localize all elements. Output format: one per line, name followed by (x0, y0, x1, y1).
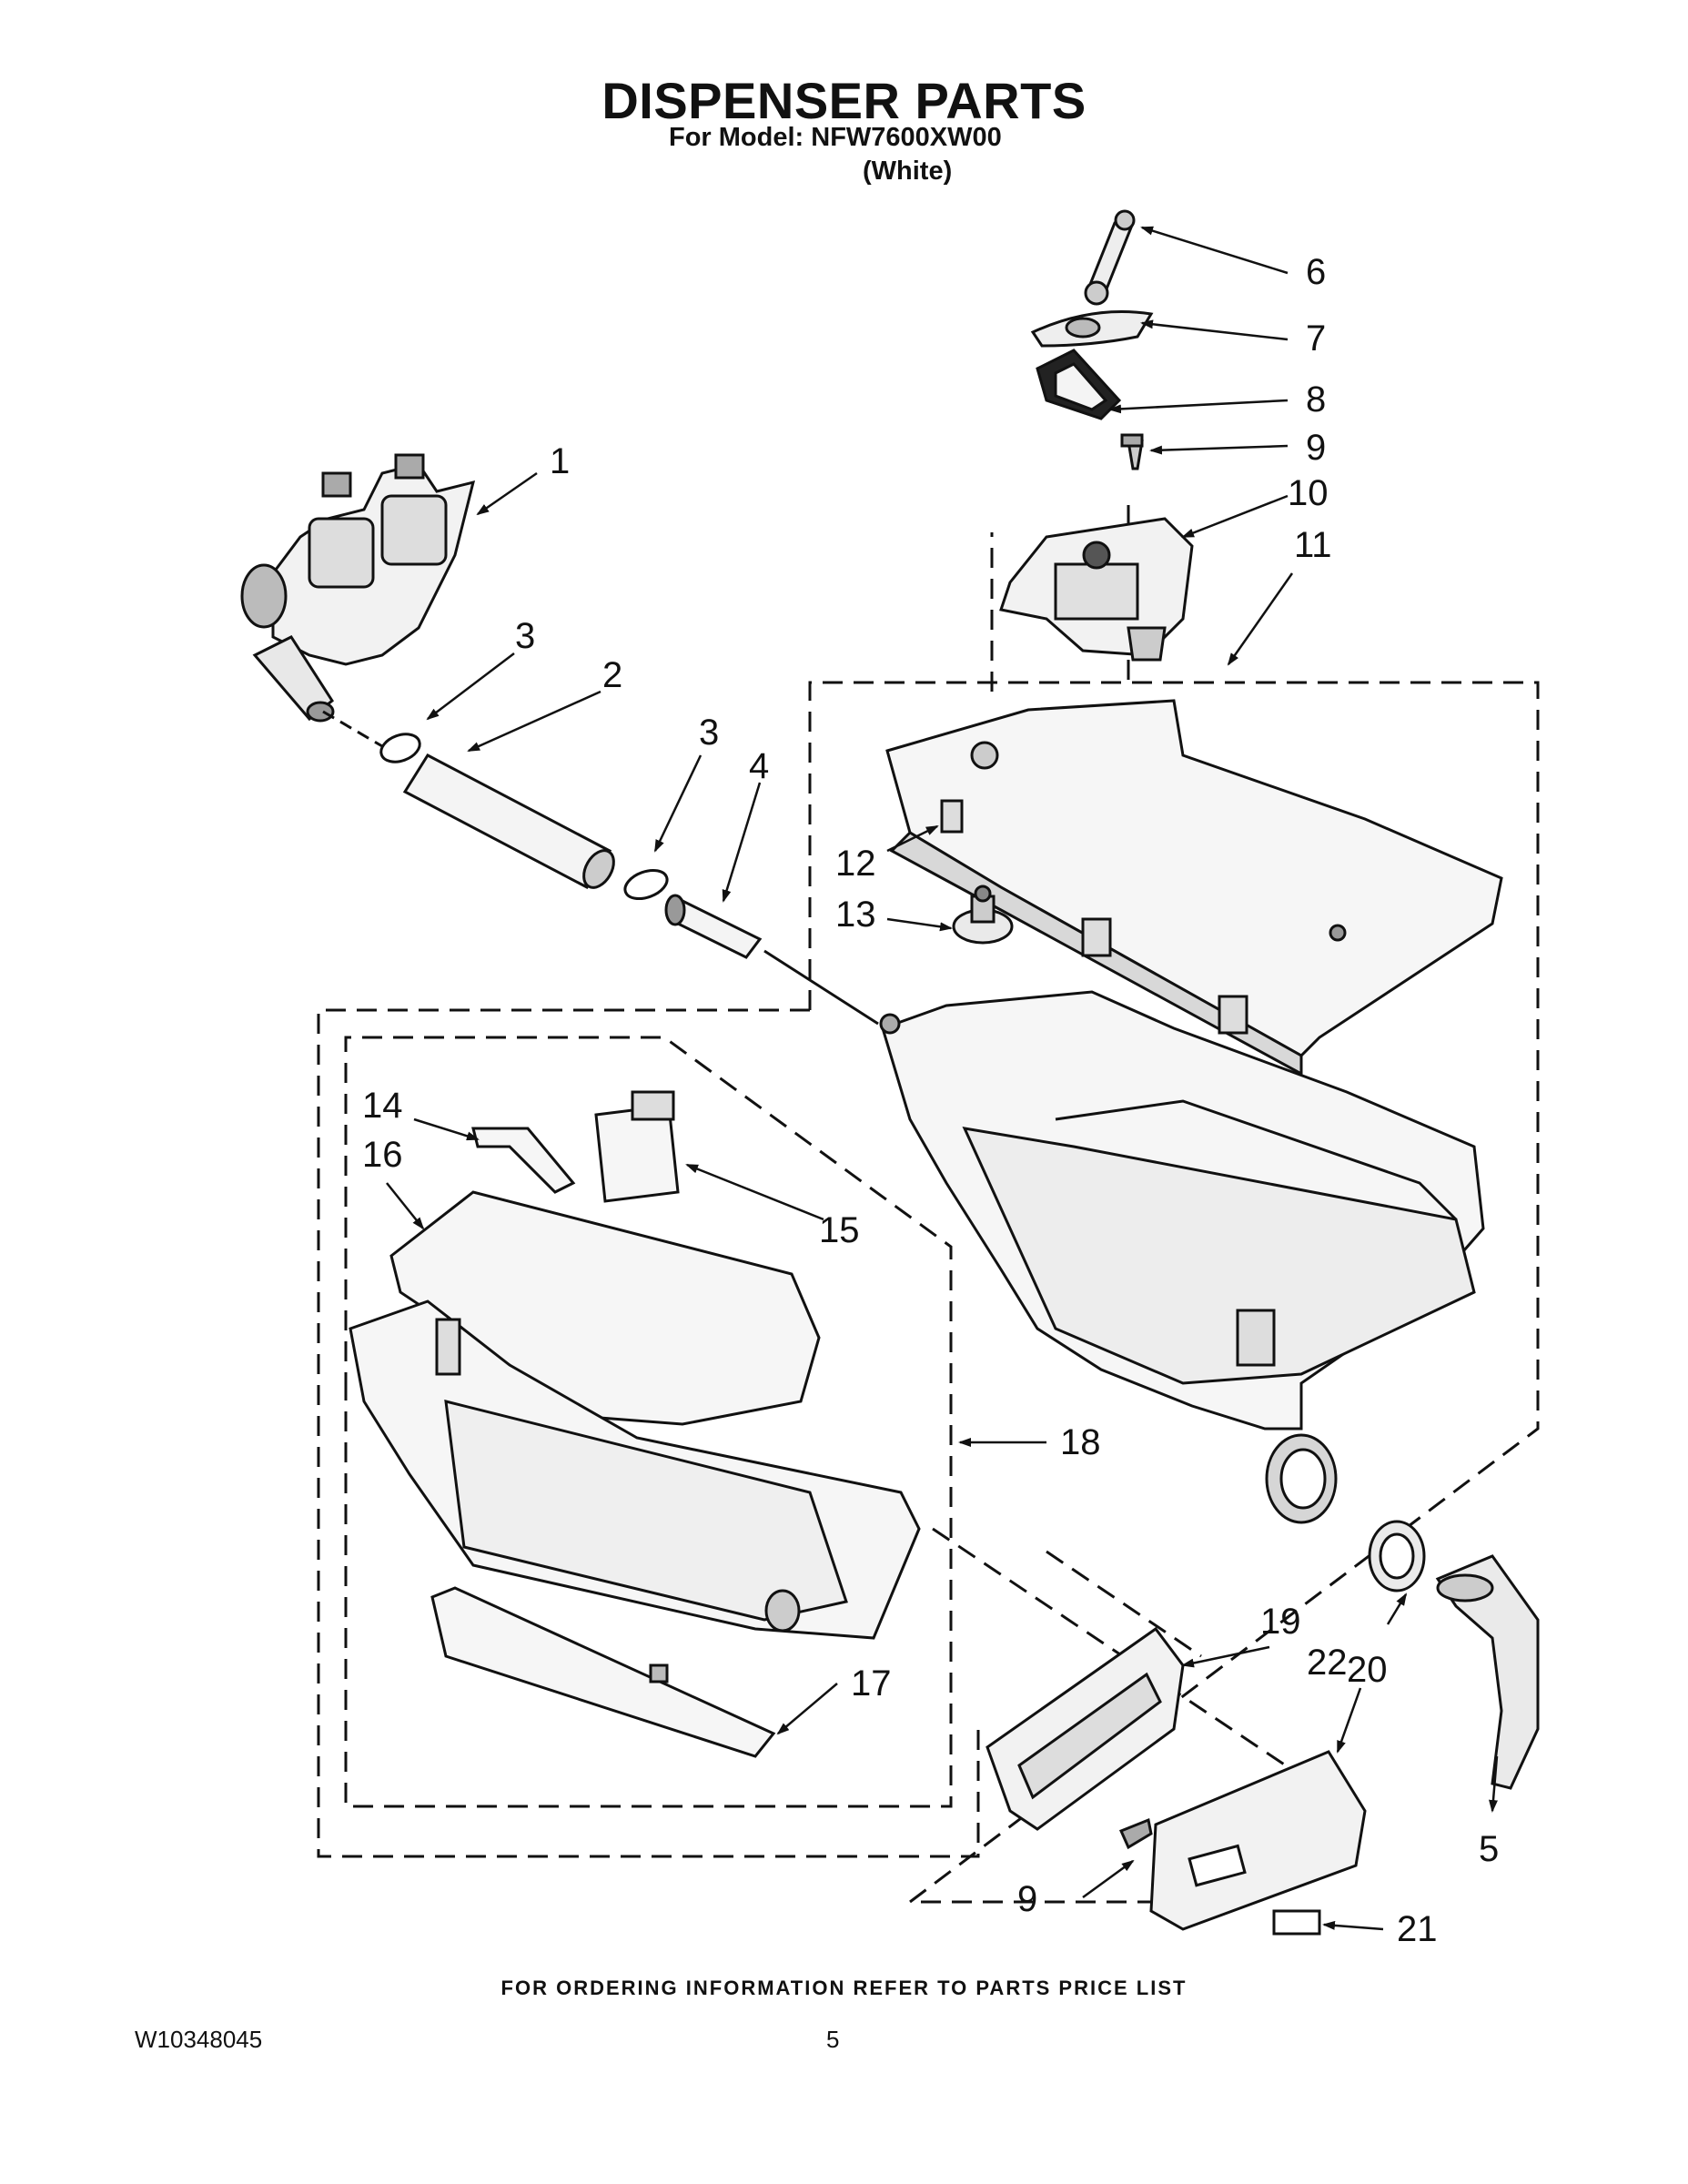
check-valve-part (952, 885, 1014, 945)
callout-7: 7 (1306, 318, 1326, 359)
callout-21: 21 (1397, 1909, 1438, 1949)
callout-17: 17 (851, 1663, 892, 1704)
callout-4: 4 (749, 746, 769, 786)
callout-13: 13 (835, 895, 876, 935)
callout-22: 22 (1307, 1643, 1348, 1683)
model-color: (White) (863, 157, 953, 186)
lid-latch (940, 799, 964, 834)
ordering-note: FOR ORDERING INFORMATION REFER TO PARTS … (500, 1977, 1188, 1999)
document-id: W10348045 (135, 2026, 263, 2053)
drawer-assembly-outline (317, 1008, 980, 1858)
callout-8: 8 (1306, 379, 1326, 420)
drawer-cover (1149, 1750, 1367, 1931)
callout-5: 5 (1479, 1829, 1499, 1869)
callout-12: 12 (835, 844, 876, 884)
outlet-hose (1435, 1554, 1540, 1790)
callout-10: 10 (1288, 473, 1329, 513)
outlet-hose-parts (1368, 1520, 1540, 1790)
callout-9-upper: 9 (1306, 428, 1326, 468)
dispenser-housing-part (879, 990, 1485, 1524)
callout-labels: 1 2 3 3 4 5 6 7 8 9 9 10 11 12 13 14 15 … (362, 252, 1499, 1949)
callout-20: 20 (1347, 1650, 1388, 1690)
page-title: DISPENSER PARTS (601, 72, 1087, 129)
hose-clamp-lower (623, 868, 669, 901)
model-number: For Model: NFW7600XW00 (669, 123, 1002, 152)
callout-11: 11 (1294, 525, 1332, 565)
hose-clamp-upper (379, 733, 421, 763)
drawer-parts (349, 1090, 921, 1758)
drawer-inner-outline (344, 1036, 953, 1808)
dispenser-motor-part (999, 517, 1194, 662)
drawer-handle-insert (430, 1586, 776, 1758)
dispenser-housing-assembly-outline (808, 681, 1540, 1904)
callout-15: 15 (819, 1210, 860, 1250)
callout-arrows (386, 226, 1499, 1931)
front-panel-parts (986, 1626, 1367, 1936)
callout-6: 6 (1306, 252, 1326, 292)
callout-14: 14 (362, 1086, 403, 1126)
page-number: 5 (826, 2026, 840, 2053)
assembly-boundaries (317, 505, 1540, 1904)
callout-9-lower: 9 (1017, 1879, 1037, 1919)
inlet-hose-group (322, 710, 879, 1026)
screw-front (1118, 1817, 1153, 1850)
leader-housing-front (1046, 1550, 1202, 1658)
dispenser-housing-lid (885, 699, 1503, 1077)
callout-3-upper: 3 (515, 616, 535, 656)
water-valve-part (240, 453, 476, 723)
callout-2: 2 (602, 655, 622, 695)
callout-3-lower: 3 (699, 713, 719, 753)
inlet-hose (402, 753, 612, 889)
callout-18: 18 (1060, 1422, 1101, 1462)
callout-1: 1 (550, 441, 570, 481)
label-plate (1272, 1909, 1321, 1936)
siphon-cap (471, 1127, 576, 1194)
actuator-linkage-parts (1030, 209, 1154, 470)
callout-19: 19 (1260, 1602, 1301, 1642)
callout-16: 16 (362, 1135, 403, 1175)
